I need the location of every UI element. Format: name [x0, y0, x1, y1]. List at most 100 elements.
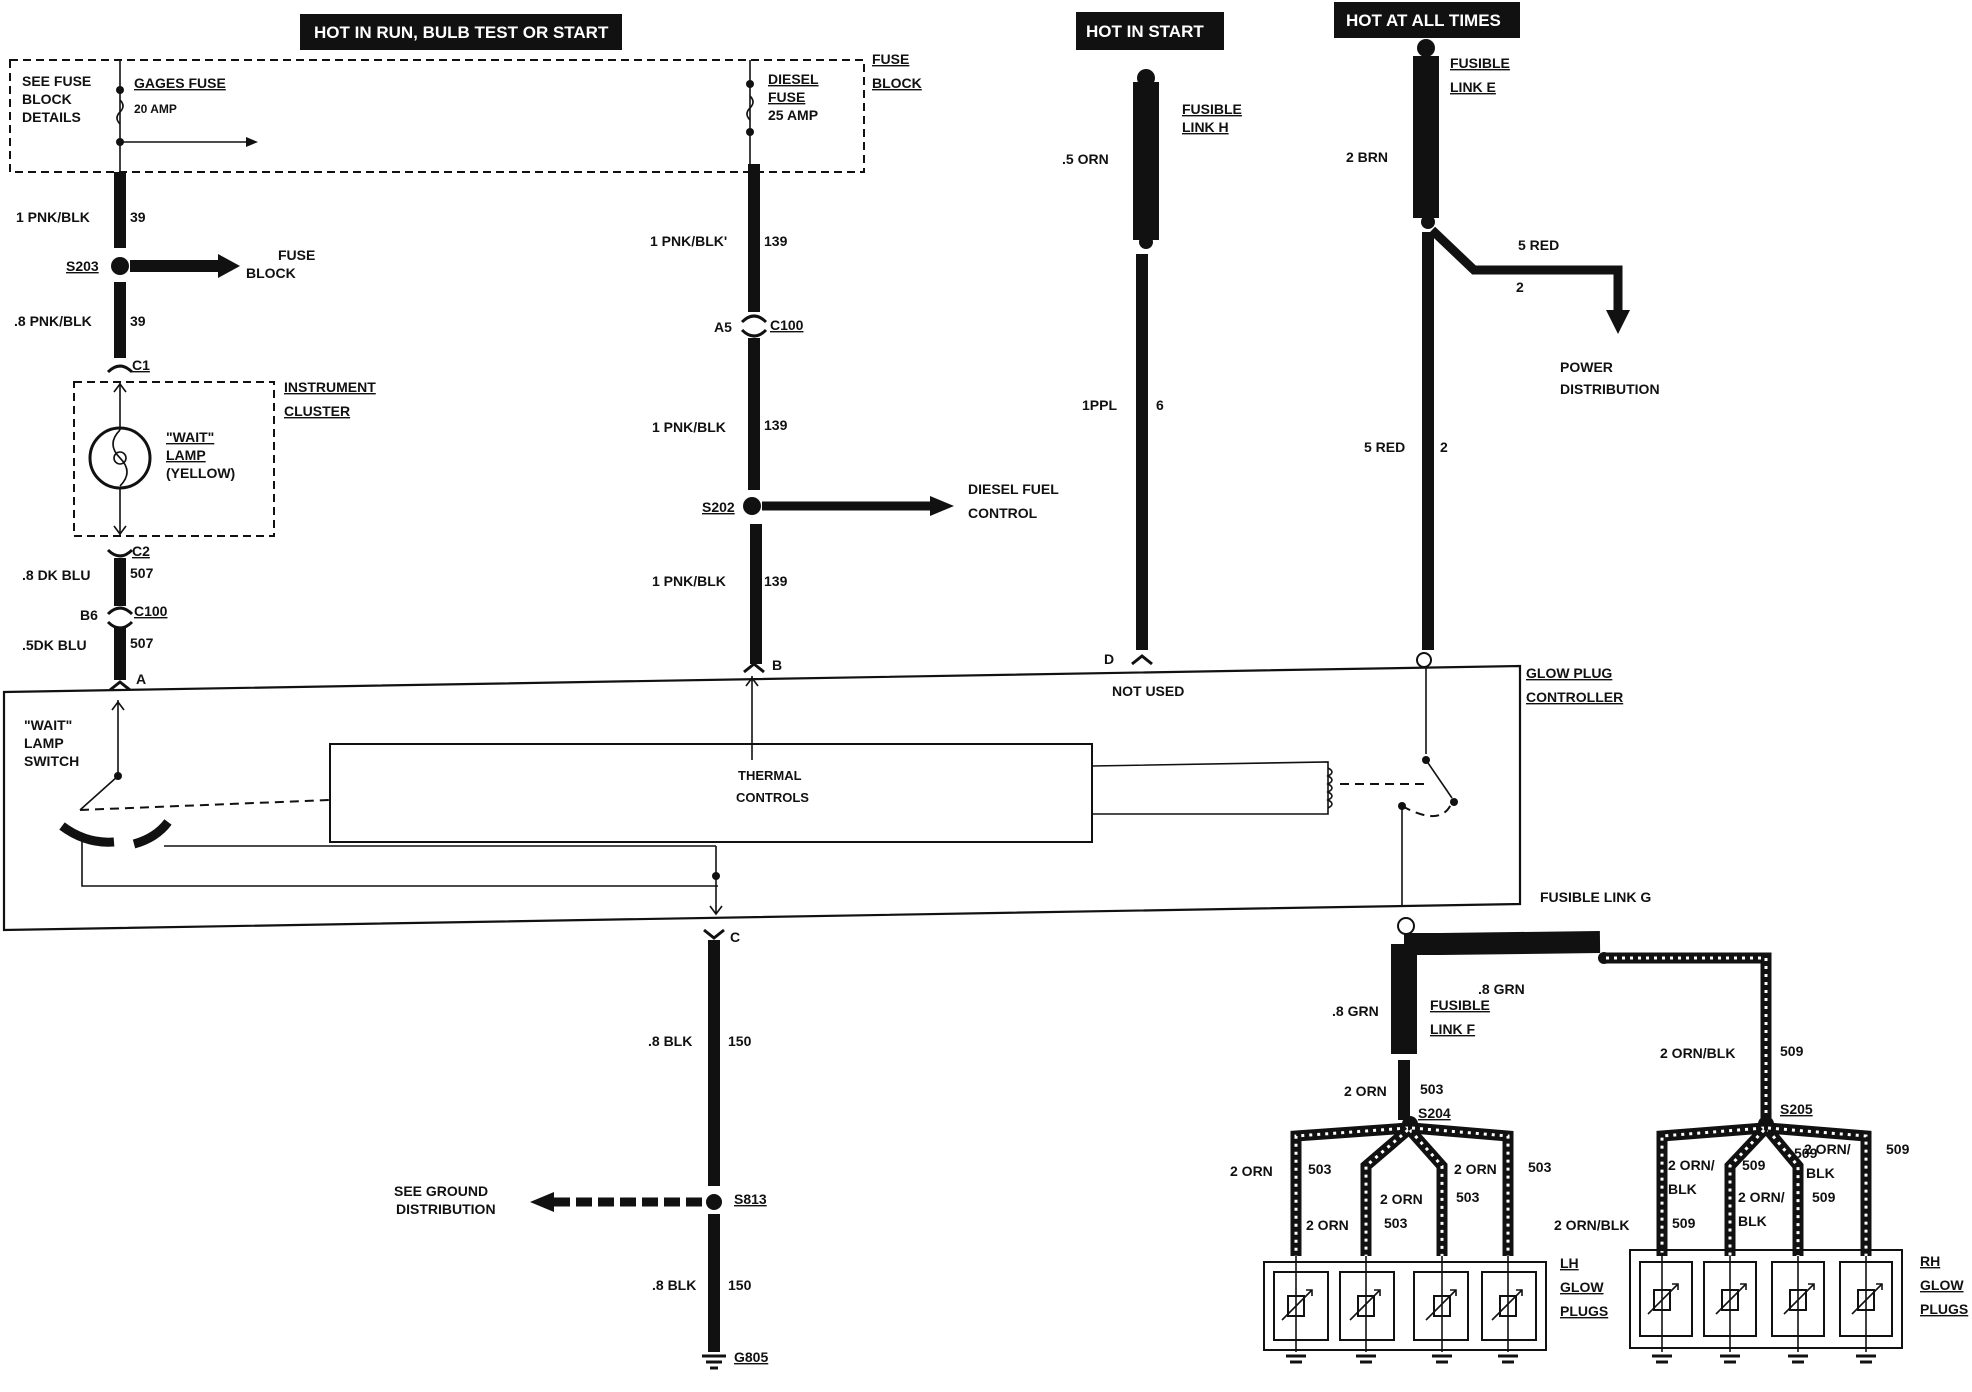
controller-arrow-c: [709, 905, 723, 916]
battery-wire-2-num: 2: [1440, 439, 1448, 455]
wire-center-1-num: 139: [764, 233, 788, 249]
pin-a-connector: [109, 680, 131, 692]
lh-num-3: 503: [1456, 1189, 1480, 1205]
lh-num-4: 503: [1528, 1159, 1552, 1175]
lh-label-4: 2 ORN: [1454, 1161, 1497, 1177]
lh-num-2: 503: [1384, 1215, 1408, 1231]
connector-c100-left-bottom: [106, 620, 134, 630]
pin-d-label: D: [1104, 651, 1114, 667]
pin-b-connector: [743, 662, 765, 674]
rh-num-1: 509: [1672, 1215, 1696, 1231]
controller-arrow-b: [745, 676, 759, 687]
to-diesel-control-2: CONTROL: [968, 505, 1038, 521]
lh-glow-plug-2: [1339, 1256, 1395, 1364]
lh-glow-plug-4: [1481, 1256, 1537, 1364]
diesel-fuse-dot-top: [746, 80, 754, 88]
fusible-link-f-label-1: FUSIBLE: [1430, 997, 1490, 1013]
wire-left-3-label: .8 DK BLU: [22, 567, 90, 583]
ground-wire-1-label: .8 BLK: [648, 1033, 692, 1049]
rh-feed-wire: [1606, 952, 1772, 1118]
connector-c100-center-label: C100: [770, 317, 804, 333]
lh-num-1: 503: [1308, 1161, 1332, 1177]
thermal-controls-box: [329, 743, 1093, 843]
header-run-bulb-start: HOT IN RUN, BULB TEST OR START: [314, 23, 609, 42]
header-all-times: HOT AT ALL TIMES: [1346, 11, 1501, 30]
start-wire-2-num: 6: [1156, 397, 1164, 413]
fusible-link-g-terminal: [1397, 917, 1415, 935]
rh-plugs-label-2: GLOW: [1920, 1277, 1964, 1293]
battery-wire-2-label: 5 RED: [1364, 439, 1405, 455]
fusible-link-h-label-1: FUSIBLE: [1182, 101, 1242, 117]
arrow-to-ground-dist: [530, 1192, 554, 1212]
splice-s202-label: S202: [702, 499, 735, 515]
thermal-controls-label-2: CONTROLS: [736, 790, 809, 805]
wait-switch-arrow: [111, 700, 125, 711]
to-fuse-block-2: BLOCK: [246, 265, 296, 281]
to-diesel-control-1: DIESEL FUEL: [968, 481, 1059, 497]
wire-center-3-num: 139: [764, 573, 788, 589]
connector-c100-left-label: C100: [134, 603, 168, 619]
rh-glow-plug-3: [1771, 1256, 1825, 1364]
instrument-cluster-outline: [73, 381, 275, 537]
rh-feed-wire-stripe: [1606, 956, 1768, 1118]
instrument-cluster-label-2: CLUSTER: [284, 403, 350, 419]
wait-lamp-filament: [112, 429, 128, 487]
wire-left-1-label: 1 PNK/BLK: [16, 209, 90, 225]
controller-label-1: GLOW PLUG: [1526, 665, 1612, 681]
splice-s202: [743, 497, 761, 515]
diesel-fuse-label-2: FUSE: [768, 89, 805, 105]
connector-c1-label: C1: [132, 357, 150, 373]
controller-junction: [712, 872, 720, 880]
header-start-box: [1076, 12, 1224, 50]
rh-main-label: 2 ORN/BLK: [1660, 1045, 1735, 1061]
glow-plug-controller-outline: [2, 664, 1522, 932]
wait-lamp-filament-loop: [113, 451, 127, 465]
header-start: HOT IN START: [1086, 22, 1204, 41]
connector-c100-center-bottom: [740, 328, 768, 338]
pin-b6: B6: [80, 607, 98, 623]
battery-wire-1-label: 2 BRN: [1346, 149, 1388, 165]
thermal-heater-coil: [1326, 767, 1333, 809]
diesel-fuse-dot-bottom: [746, 128, 754, 136]
rh-label-2b: BLK: [1738, 1213, 1767, 1229]
wait-switch-label-2: LAMP: [24, 735, 64, 751]
gages-fuse-label: GAGES FUSE: [134, 75, 226, 91]
wait-switch-thermal-link: [79, 799, 331, 811]
rh-label-1b: BLK: [1668, 1181, 1697, 1197]
battery-branch-num: 2: [1516, 279, 1524, 295]
lh-glow-plug-3: [1413, 1256, 1469, 1364]
instrument-cluster-label-1: INSTRUMENT: [284, 379, 376, 395]
lh-label-2: 2 ORN: [1306, 1217, 1349, 1233]
fuse-block-label-1: FUSE: [872, 51, 909, 67]
fusible-link-e-label-2: LINK E: [1450, 79, 1496, 95]
wait-switch-contact-left: [59, 822, 115, 847]
rh-label-1a: 2 ORN/: [1668, 1157, 1715, 1173]
pin-c-connector: [703, 928, 725, 940]
cluster-arrow-top: [113, 382, 127, 393]
wire-left-4-num: 507: [130, 635, 154, 651]
fusible-link-e-bottom: [1421, 215, 1435, 229]
fuse-block-outline: [9, 59, 865, 173]
wire-center-1-label: 1 PNK/BLK': [650, 233, 727, 249]
start-wire-1-label: .5 ORN: [1062, 151, 1109, 167]
fuse-block-label-2: BLOCK: [872, 75, 922, 91]
connector-c1: [106, 364, 134, 374]
wire-left-2-num: 39: [130, 313, 146, 329]
wire-to-power-dist: [1428, 226, 1623, 310]
wait-switch-label-1: "WAIT": [24, 717, 72, 733]
fusible-link-e-label-1: FUSIBLE: [1450, 55, 1510, 71]
fusible-link-h-bottom: [1139, 235, 1153, 249]
see-ground-label-2: DISTRIBUTION: [396, 1201, 496, 1217]
splice-s204-label: S204: [1418, 1105, 1451, 1121]
connector-c100-left-top: [106, 606, 134, 616]
ground-wire-1-num: 150: [728, 1033, 752, 1049]
arrow-to-power-dist: [1606, 310, 1630, 334]
lh-label-1: 2 ORN: [1230, 1163, 1273, 1179]
lh-main-label: 2 ORN: [1344, 1083, 1387, 1099]
cluster-arrow-bottom: [113, 525, 127, 536]
wire-center-2-num: 139: [764, 417, 788, 433]
splice-s813-label: S813: [734, 1191, 767, 1207]
wire-left-3-num: 507: [130, 565, 154, 581]
wait-switch-contact-right: [132, 819, 172, 849]
rh-label-3a: 2 ORN/: [1804, 1141, 1851, 1157]
